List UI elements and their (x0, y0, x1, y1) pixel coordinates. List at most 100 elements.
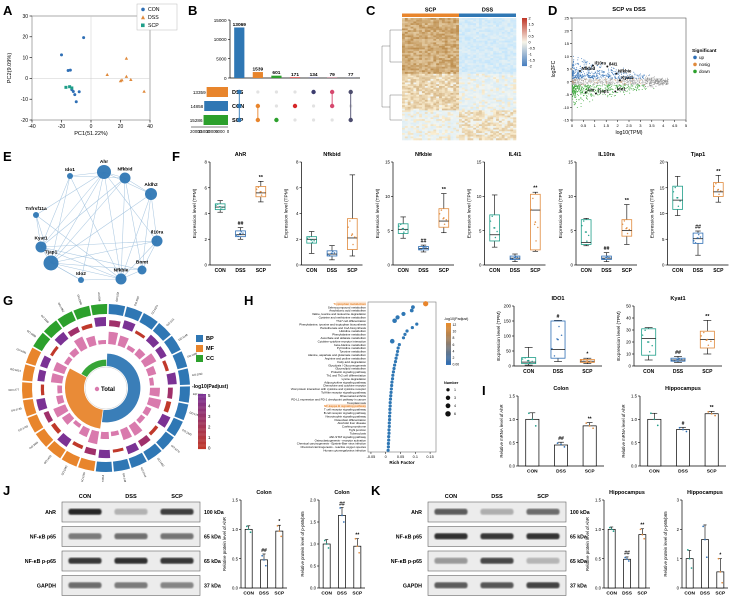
heatmap-cell (444, 19, 448, 22)
volcano-point (575, 80, 577, 82)
colorbar-segment (522, 62, 527, 64)
heatmap-cell (478, 79, 483, 82)
heatmap-cell (478, 117, 483, 120)
heatmap-cell (402, 77, 406, 80)
heatmap-cell (467, 63, 471, 66)
heatmap-cell (490, 87, 494, 90)
heatmap-cell (510, 42, 514, 45)
heatmap-cell (484, 129, 488, 132)
heatmap-cell (416, 80, 420, 83)
network-node-nfkbie[interactable] (115, 273, 127, 285)
heatmap-cell (404, 35, 408, 38)
heatmap-cell (444, 106, 448, 109)
network-node-kyat1[interactable] (35, 241, 47, 253)
volcano-point (653, 80, 655, 82)
heatmap-cell (470, 63, 474, 66)
heatmap-cell (490, 30, 494, 33)
volcano-point (655, 83, 657, 84)
heatmap-cell (453, 87, 457, 90)
heatmap-cell (410, 54, 414, 57)
volcano-point (587, 73, 589, 75)
heatmap-cell (501, 84, 505, 87)
volcano-point (586, 82, 588, 84)
network-node-tnfrsf11a[interactable] (33, 212, 39, 218)
heatmap-cell (421, 68, 426, 71)
volcano-point (630, 77, 632, 79)
heatmap-cell (427, 58, 431, 61)
network-node-tjap1[interactable] (43, 255, 59, 271)
heatmap-cell (402, 21, 406, 24)
network-node-il10ra[interactable] (151, 235, 163, 247)
network-node-bnmt[interactable] (137, 265, 147, 275)
volcano-point (586, 95, 588, 97)
volcano-point (641, 82, 643, 84)
box-data-point (347, 226, 349, 228)
volcano-point (643, 74, 645, 76)
heatmap-cell (467, 117, 471, 120)
heatmap-cell (402, 98, 406, 101)
box-y-tick-label: 10 (477, 194, 482, 199)
box-x-tick-label-con: CON (306, 268, 318, 274)
volcano-point (609, 93, 611, 95)
heatmap-cell (430, 72, 434, 75)
heatmap-cell (513, 101, 517, 104)
heatmap-cell (510, 58, 514, 61)
heatmap-cell (447, 91, 451, 94)
box-data-point (257, 186, 260, 188)
heatmap-cell (427, 23, 431, 26)
volcano-point (580, 74, 582, 76)
volcano-point (594, 76, 596, 78)
heatmap-cell (473, 119, 477, 122)
heatmap-cell (407, 65, 411, 68)
heatmap-cell (430, 105, 434, 108)
matrix-dot (274, 104, 279, 108)
heatmap-cell (478, 127, 483, 130)
heatmap-cell (501, 103, 505, 106)
network-node-ido2[interactable] (78, 277, 84, 283)
heatmap-cell (450, 94, 454, 97)
network-node-ido1[interactable] (67, 173, 73, 179)
heatmap-cell (441, 77, 446, 80)
volcano-point (666, 83, 668, 85)
network-node-ahr[interactable] (97, 165, 111, 179)
heatmap-cell (404, 45, 408, 48)
heatmap-cell (478, 70, 483, 73)
heatmap-cell (444, 115, 448, 118)
heatmap-cell (481, 63, 485, 66)
heatmap-cell (481, 136, 485, 139)
network-node-nfkbid[interactable] (119, 172, 131, 184)
heatmap-cell (430, 38, 434, 41)
volcano-point (660, 83, 662, 85)
heatmap-cell (447, 96, 451, 99)
heatmap-cell (444, 68, 448, 71)
go-padjust-bar (67, 326, 80, 337)
volcano-point (602, 88, 604, 90)
heatmap-cell (433, 70, 437, 73)
heatmap-cell (478, 108, 483, 111)
volcano-point (626, 80, 628, 82)
heatmap-cell (404, 129, 408, 132)
heatmap-cell (427, 80, 431, 83)
heatmap-cell (402, 52, 406, 55)
heatmap-cell (419, 38, 423, 41)
heatmap-cell (513, 18, 517, 21)
network-node-aldh2[interactable] (145, 188, 157, 200)
heatmap-cell (419, 18, 423, 21)
heatmap-cell (498, 110, 503, 113)
heatmap-cell (490, 84, 494, 87)
box-mean-point (422, 247, 425, 249)
heatmap-cell (441, 94, 446, 97)
volcano-point (649, 80, 651, 82)
go-term-label: GO:1962 (57, 302, 66, 314)
heatmap-cell (459, 91, 463, 94)
x-tick-label: 0 (571, 123, 574, 128)
heatmap-cell (487, 68, 491, 71)
heatmap-cell (513, 44, 517, 47)
box-x-tick-label-con: CON (581, 268, 593, 274)
heatmap-cell (490, 49, 494, 52)
heatmap-cell (476, 45, 480, 48)
heatmap-cell (496, 44, 500, 47)
heatmap-cell (504, 94, 508, 97)
heatmap-cell (453, 133, 457, 136)
heatmap-cell (487, 31, 491, 34)
